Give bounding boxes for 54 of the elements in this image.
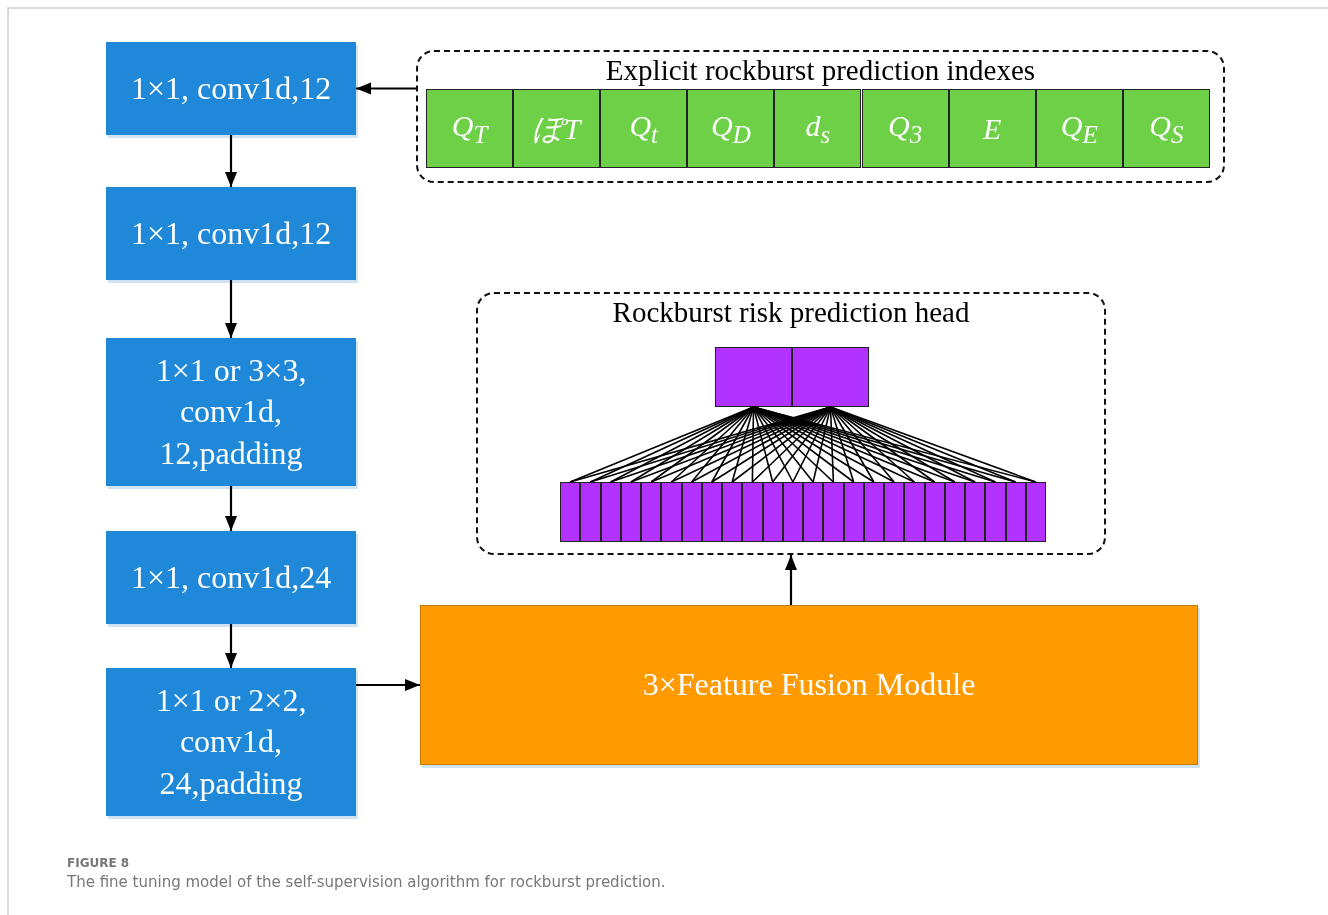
index-cell: d$_{s}$ xyxy=(774,89,862,168)
neuron-cell xyxy=(863,482,884,542)
neuron-cell xyxy=(742,482,763,542)
neuron-cell xyxy=(985,482,1006,542)
index-cell: E xyxy=(948,89,1036,168)
neuron-cell xyxy=(843,482,864,542)
group-title: Rockburst risk prediction head xyxy=(612,298,970,327)
neuron-cell xyxy=(884,482,905,542)
figure-caption: The fine tuning model of the self-supervision algorithm for rockburst prediction. xyxy=(67,873,666,891)
neuron-cell xyxy=(823,482,844,542)
neuron-cell xyxy=(580,482,601,542)
arrow xyxy=(224,280,238,338)
neuron-cell xyxy=(701,482,722,542)
arrow xyxy=(224,624,238,668)
conv-layer-box: 1×1 or 2×2, conv1d, 24,padding xyxy=(106,668,356,816)
group-title: Explicit rockburst prediction indexes xyxy=(605,56,1036,85)
neuron-cell xyxy=(924,482,945,542)
neuron-cell xyxy=(762,482,783,542)
neuron-cell xyxy=(560,482,581,542)
index-cell: Q$_{t}$ xyxy=(600,89,688,168)
neuron-cell xyxy=(620,482,641,542)
arrow xyxy=(224,135,238,187)
conv-layer-box: 1×1, conv1d,12 xyxy=(106,187,356,280)
neuron-cell xyxy=(722,482,743,542)
index-cell: Q$_{T}$ xyxy=(426,89,514,168)
neuron-cell xyxy=(782,482,803,542)
neuron-cell xyxy=(1005,482,1026,542)
neuron-cell xyxy=(661,482,682,542)
neuron-cell xyxy=(904,482,925,542)
module-box: 3×Feature Fusion Module xyxy=(420,605,1198,765)
figure-number: FIGURE 8 xyxy=(67,856,130,870)
conv-layer-box: 1×1, conv1d,24 xyxy=(106,531,356,624)
neuron-cell xyxy=(803,482,824,542)
index-cell: Q$_{D}$ xyxy=(687,89,775,168)
neuron-cell xyxy=(965,482,986,542)
arrow xyxy=(356,82,416,95)
index-cell: Q$_{3}$ xyxy=(861,89,949,168)
neuron-cell xyxy=(944,482,965,542)
neuron-cell xyxy=(681,482,702,542)
dashed-group-box xyxy=(476,292,1106,555)
arrow xyxy=(784,555,798,605)
dashed-group-box xyxy=(416,50,1225,183)
neuron-cell xyxy=(715,347,792,407)
index-cell: ぽT xyxy=(513,89,601,168)
neuron-cell xyxy=(600,482,621,542)
neuron-cell xyxy=(641,482,662,542)
neuron-cell xyxy=(792,347,869,407)
arrow xyxy=(356,678,420,692)
index-cell: Q$_{S}$ xyxy=(1122,89,1210,168)
conv-layer-box: 1×1 or 3×3, conv1d, 12,padding xyxy=(106,338,356,486)
index-cell: Q$_{E}$ xyxy=(1035,89,1123,168)
neuron-cell xyxy=(1025,482,1046,542)
conv-layer-box: 1×1, conv1d,12 xyxy=(106,42,356,135)
arrow xyxy=(224,486,238,531)
